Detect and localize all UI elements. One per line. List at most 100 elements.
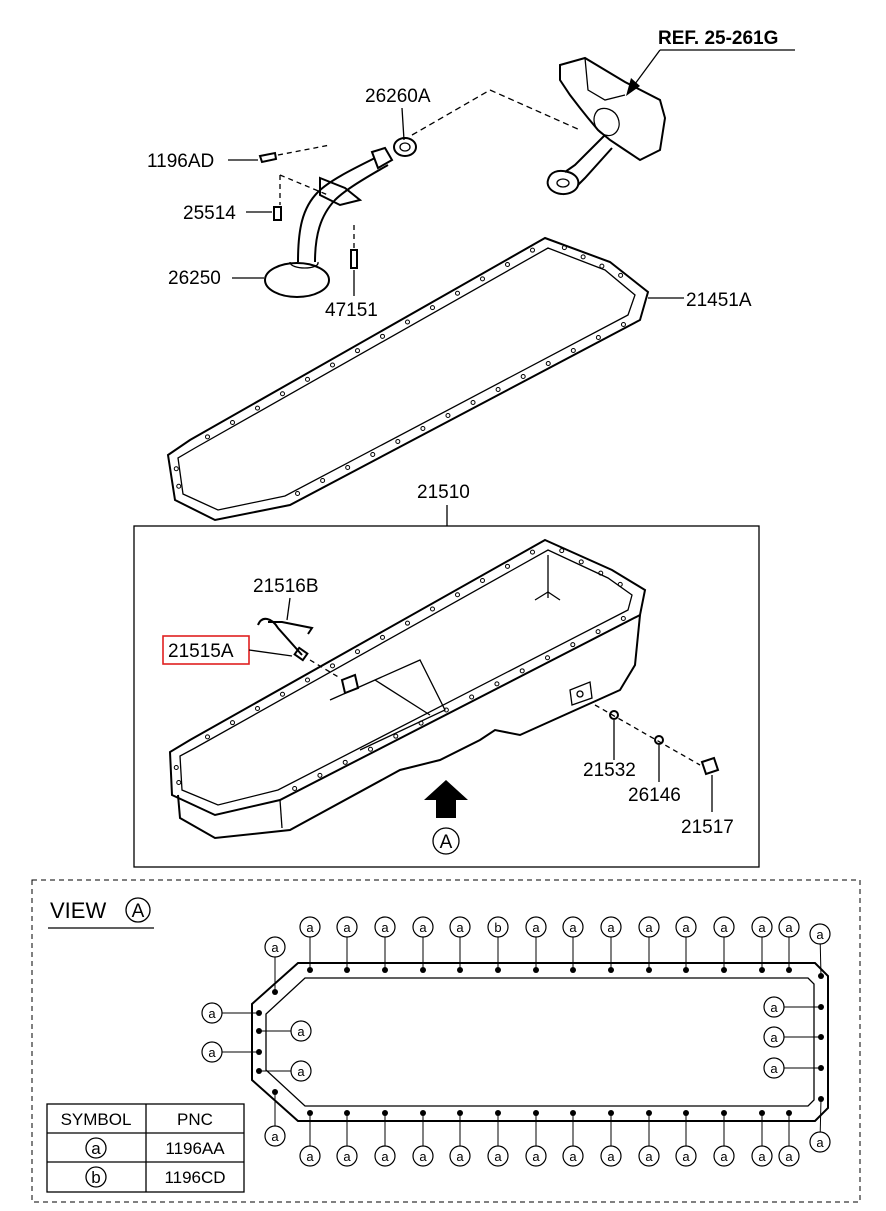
part-label-26250[interactable]: 26250 — [168, 268, 221, 289]
callout-a-circle — [778, 916, 800, 938]
pan-bolt-hole — [393, 733, 399, 739]
gasket-bolt-hole — [580, 254, 586, 260]
callout-a-label[interactable]: a — [770, 1000, 778, 1015]
gasket-bolt-hole — [445, 413, 451, 418]
part-label-25514[interactable]: 25514 — [183, 203, 236, 224]
legend-row-pnc[interactable]: 1196AA — [165, 1139, 225, 1158]
part-label-21451A[interactable]: 21451A — [686, 290, 752, 311]
callout-a-label[interactable]: a — [607, 1149, 615, 1164]
gasket-bolt-hole — [230, 419, 235, 425]
callout-a-circle — [600, 916, 622, 938]
callout-a-label[interactable]: a — [297, 1064, 305, 1079]
part-label-21516B[interactable]: 21516B — [253, 576, 319, 597]
callout-a-label[interactable]: a — [208, 1006, 216, 1021]
callout-a-circle — [562, 916, 584, 938]
part-label-21510[interactable]: 21510 — [417, 482, 470, 503]
callout-a-label[interactable]: a — [720, 920, 728, 935]
callout-a-label[interactable]: a — [456, 1149, 464, 1164]
pan-bolt-hole — [480, 578, 485, 584]
callout-a-label[interactable]: a — [297, 1024, 305, 1039]
callout-a-circle — [290, 1020, 312, 1042]
callout-a-label[interactable]: a — [306, 1149, 314, 1164]
callout-a-label[interactable]: a — [381, 1149, 389, 1164]
callout-a-circle — [201, 1041, 223, 1063]
gasket-bolt-hole — [280, 391, 285, 397]
pan-bolt-hole — [505, 563, 510, 569]
part-label-21515A[interactable]: 21515A — [168, 641, 234, 662]
callout-a-label[interactable]: a — [208, 1045, 216, 1060]
callout-b-label[interactable]: b — [494, 920, 501, 935]
callout-a-label[interactable]: a — [271, 1129, 279, 1144]
callout-a-circle — [809, 1131, 831, 1153]
callout-a-label[interactable]: a — [456, 920, 464, 935]
part-label-1196AD[interactable]: 1196AD — [147, 151, 214, 172]
callout-a-label[interactable]: a — [682, 1149, 690, 1164]
callout-a-label[interactable]: a — [532, 920, 540, 935]
gasket-bolt-hole — [380, 333, 385, 339]
gasket-bolt-hole — [255, 405, 260, 411]
gasket-bolt-hole — [561, 245, 567, 251]
legend-header-pnc: PNC — [177, 1110, 213, 1129]
callout-a-label[interactable]: a — [419, 1149, 427, 1164]
washer-26146 — [654, 735, 664, 745]
pan-bolt-hole — [530, 549, 535, 555]
pan-bolt-hole — [280, 691, 285, 697]
callout-a-label[interactable]: a — [770, 1030, 778, 1045]
part-label-26146[interactable]: 26146 — [628, 785, 681, 806]
pan-bolt-hole — [176, 780, 182, 785]
gasket-bolt-hole — [355, 348, 360, 354]
part-label-21532[interactable]: 21532 — [583, 760, 636, 781]
oil-pan-21510 — [168, 538, 647, 840]
callout-a-circle — [763, 1026, 785, 1048]
callout-a-label[interactable]: a — [419, 920, 427, 935]
callout-a-label[interactable]: a — [381, 920, 389, 935]
legend-row-pnc[interactable]: 1196CD — [164, 1168, 225, 1187]
part-label-47151[interactable]: 47151 — [325, 300, 378, 321]
callout-a-circle — [713, 1145, 735, 1167]
view-marker-letter: A — [440, 832, 453, 853]
oil-jet-tube-21515A — [257, 617, 303, 656]
legend-row-symbol: b — [91, 1168, 100, 1187]
callout-a-label[interactable]: a — [494, 1149, 502, 1164]
gasket-bolt-hole — [205, 434, 210, 440]
callout-a-label[interactable]: a — [682, 920, 690, 935]
pan-bolt-hole — [418, 720, 424, 726]
callout-a-circle — [763, 1057, 785, 1079]
callout-a-label[interactable]: a — [343, 920, 351, 935]
callout-a-label[interactable]: a — [532, 1149, 540, 1164]
gasket-bolt-hole — [395, 439, 401, 444]
callout-a-label[interactable]: a — [720, 1149, 728, 1164]
callout-a-label[interactable]: a — [770, 1061, 778, 1076]
gasket-bolt-hole — [173, 466, 179, 472]
callout-a-label[interactable]: a — [645, 920, 653, 935]
legend-row-symbol: a — [91, 1139, 101, 1158]
pan-bolt-hole — [578, 559, 584, 565]
callout-a-label[interactable]: a — [569, 920, 577, 935]
gasket-bolt-hole — [330, 362, 335, 368]
ref-label[interactable]: REF. 25-261G — [658, 28, 778, 49]
callout-a-circle — [525, 1145, 547, 1167]
part-label-26260A[interactable]: 26260A — [365, 86, 431, 107]
callout-a-label[interactable]: a — [645, 1149, 653, 1164]
callout-a-label[interactable]: a — [343, 1149, 351, 1164]
callout-a-label[interactable]: a — [271, 940, 279, 955]
gasket-bolt-hole — [480, 276, 485, 282]
pan-bolt-hole — [598, 570, 604, 576]
callout-a-label[interactable]: a — [607, 920, 615, 935]
callout-a-label[interactable]: a — [569, 1149, 577, 1164]
part-label-21517[interactable]: 21517 — [681, 817, 734, 838]
gasket-bolt-hole — [430, 305, 435, 311]
pan-bolt-hole — [430, 606, 435, 612]
callout-a-label[interactable]: a — [758, 920, 766, 935]
pan-bolt-hole — [559, 548, 565, 554]
symbol-legend-table: SYMBOL PNC a 1196AA b 1196CD — [46, 1103, 245, 1193]
callout-a-label[interactable]: a — [758, 1149, 766, 1164]
callout-a-label[interactable]: a — [785, 920, 793, 935]
callout-a-circle — [264, 936, 286, 958]
gasket-bolt-hole — [345, 465, 351, 470]
callout-a-label[interactable]: a — [816, 1135, 824, 1150]
callout-a-label[interactable]: a — [306, 920, 314, 935]
callout-a-label[interactable]: a — [816, 927, 824, 942]
callout-a-label[interactable]: a — [785, 1149, 793, 1164]
